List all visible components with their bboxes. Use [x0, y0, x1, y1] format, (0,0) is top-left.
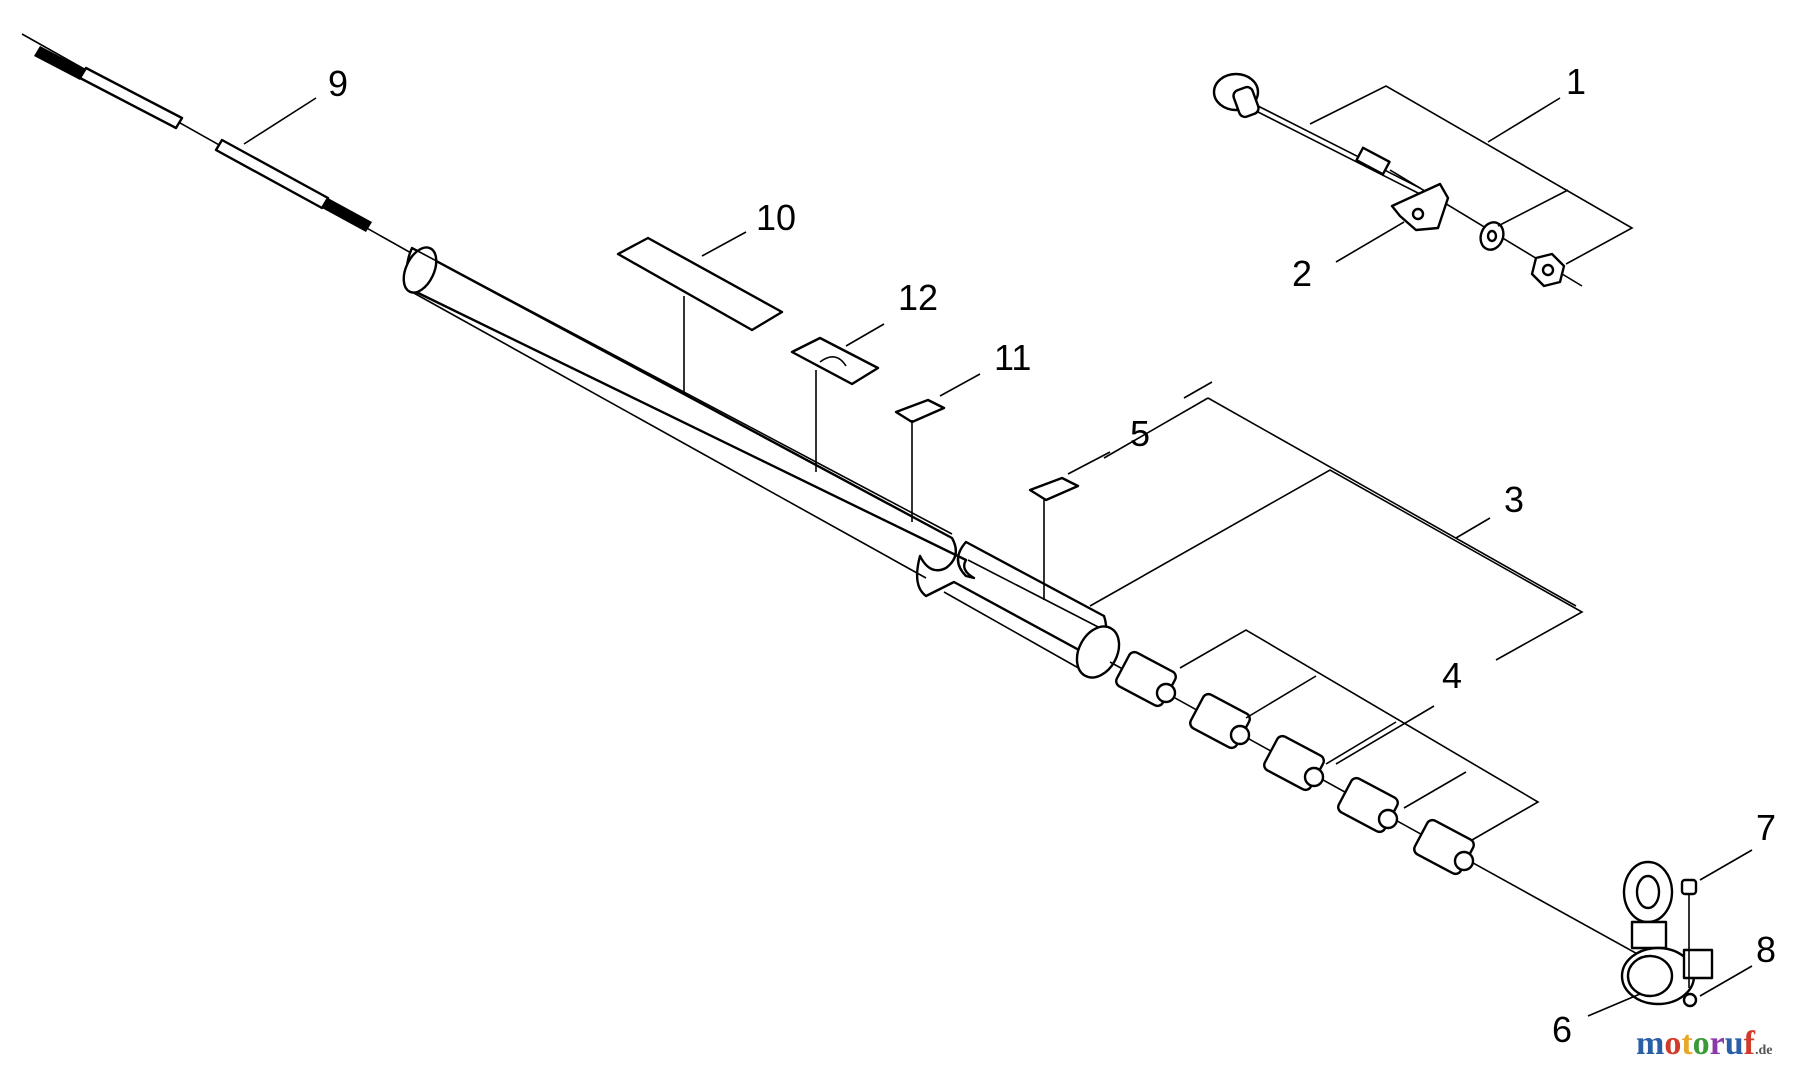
watermark-letter: o: [1664, 1025, 1681, 1062]
drive-tube-part: [402, 246, 1121, 679]
bushing-3: [1263, 734, 1325, 792]
callout-7: 7: [1756, 807, 1776, 848]
clamp-part: [1620, 860, 1714, 1006]
callout-9: 9: [328, 63, 348, 104]
watermark-letter: o: [1693, 1025, 1710, 1062]
nut-part: [1530, 252, 1566, 288]
screw-part: [1680, 878, 1698, 988]
watermark-letter: m: [1636, 1025, 1664, 1062]
watermark-letter: t: [1681, 1025, 1693, 1062]
bushing-1: [1115, 650, 1177, 708]
watermark-suffix: .de: [1755, 1043, 1773, 1058]
callout-12: 12: [898, 277, 938, 318]
label-small-part: [894, 398, 946, 424]
shaft-sleeve-lower: [214, 138, 330, 210]
callout-4: 4: [1442, 655, 1462, 696]
label-medium-part: [790, 336, 880, 386]
watermark-letter: f: [1744, 1025, 1756, 1062]
label-large-part: [616, 236, 784, 332]
leader-lines: [243, 85, 1753, 1017]
label-tiny-part: [1028, 476, 1080, 502]
bushing-2: [1189, 692, 1251, 750]
watermark-logo: motoruf.de: [1636, 1025, 1773, 1062]
tube-upper-end: [402, 246, 438, 294]
washer-part: [1479, 221, 1505, 251]
drive-shaft-part: [21, 33, 421, 259]
callout-numbers: 1 2 3 4 5 6 7 8 9 10 11 12: [328, 61, 1776, 1050]
svg-text:motoruf.de: motoruf.de: [1636, 1025, 1773, 1062]
bushing-set-part: [1109, 650, 1653, 963]
callout-5: 5: [1130, 413, 1150, 454]
callout-2: 2: [1292, 253, 1312, 294]
callout-11: 11: [994, 337, 1031, 378]
bracket-part: [1390, 182, 1450, 232]
watermark-letter: r: [1710, 1025, 1725, 1062]
throttle-cable-part: [1212, 72, 1583, 287]
tube-lower-end: [1075, 625, 1121, 679]
callout-3: 3: [1504, 479, 1524, 520]
callout-6: 6: [1552, 1009, 1572, 1050]
callout-10: 10: [756, 197, 796, 238]
nut-small-part: [1682, 992, 1698, 1008]
shaft-sleeve-upper: [78, 66, 184, 130]
watermark-letter: u: [1725, 1025, 1744, 1062]
bushing-5: [1413, 818, 1475, 876]
callout-8: 8: [1756, 929, 1776, 970]
callout-1: 1: [1566, 61, 1586, 102]
bushing-4: [1337, 776, 1399, 834]
